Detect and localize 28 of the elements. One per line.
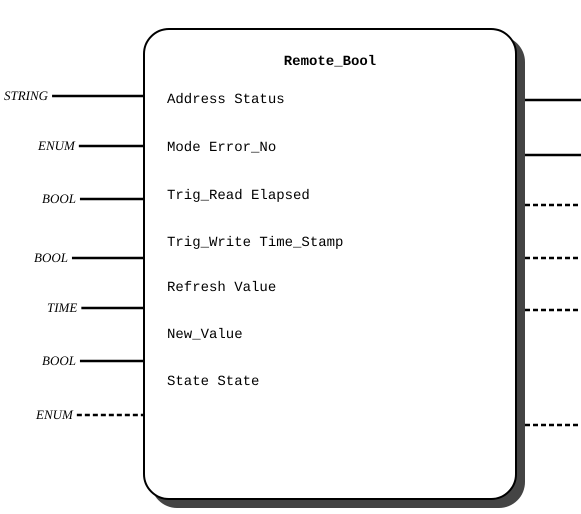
connector-line (525, 98, 581, 102)
connector-line (525, 308, 581, 312)
connector-line (81, 306, 143, 310)
data-type-label: BOOL (42, 353, 76, 369)
connector-line (80, 198, 143, 200)
pin-names: Refresh Value (167, 280, 276, 296)
connector-line (525, 256, 581, 260)
data-type-label: BOOL (42, 191, 76, 207)
pin-names: Trig_Read Elapsed (167, 188, 310, 204)
pin-names: Trig_Write Time_Stamp (167, 235, 344, 251)
connector-line (525, 424, 581, 426)
connector-line (52, 94, 143, 98)
pin-names: New_Value (167, 327, 243, 343)
data-type-label: ENUM (36, 407, 73, 423)
connector-line (78, 144, 143, 148)
block-title: Remote_Bool (282, 54, 378, 70)
connector-line (76, 414, 143, 416)
pin-names: Address Status (167, 92, 285, 108)
data-type-label: STRING (4, 88, 48, 104)
data-type-label: BOOL (34, 250, 68, 266)
pin-names: Mode Error_No (167, 140, 276, 156)
data-type-label: TIME (47, 300, 78, 316)
connector-line (525, 154, 581, 156)
connector-line (525, 204, 581, 206)
pin-names: State State (167, 374, 260, 390)
connector-line (72, 256, 143, 260)
data-type-label: ENUM (38, 138, 75, 154)
connector-line (80, 360, 143, 362)
